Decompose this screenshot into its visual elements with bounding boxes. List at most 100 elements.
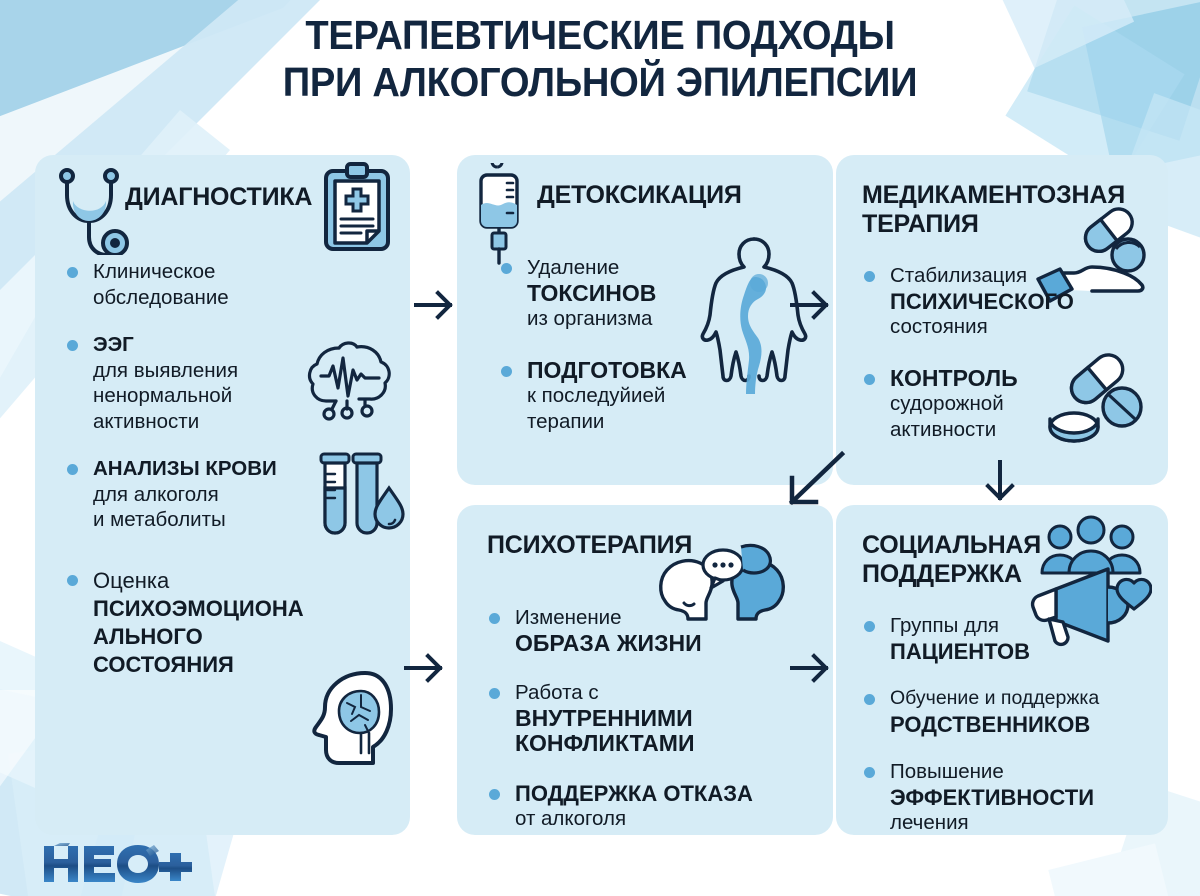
- bullet-line: Обучение и поддержка: [890, 687, 1100, 709]
- list-item: Работа с ВНУТРЕННИМИ КОНФЛИКТАМИ: [487, 680, 787, 757]
- bullet-dot: [864, 621, 875, 632]
- list-item: ЭЭГ для выявления ненормальной активност…: [65, 332, 315, 434]
- bullet-line: от алкоголя: [515, 807, 627, 830]
- bullet-line: Работа с: [515, 681, 599, 704]
- arrow-diagnostics-to-psycho: [404, 653, 443, 683]
- card-psycho-title: ПСИХОТЕРАПИЯ: [487, 531, 693, 559]
- arrow-detox-to-medication: [790, 290, 829, 320]
- arrow-medication-to-social: [985, 460, 1015, 501]
- card-diagnostics-title: ДИАГНОСТИКА: [125, 183, 313, 211]
- bullet-dot: [489, 788, 500, 800]
- pills-capsule-icon: [1036, 345, 1154, 460]
- card-detox-bullets: Удаление ТОКСИНОВ из организма ПОДГОТОВК…: [499, 255, 719, 434]
- bullet-dot: [501, 263, 512, 274]
- bullet-dot: [489, 688, 500, 699]
- bullet-line: Клиническое: [93, 260, 216, 283]
- bullet-dot: [67, 267, 78, 278]
- list-item: Группы для ПАЦИЕНТОВ: [862, 613, 1162, 664]
- bullet-line: судорожной: [890, 392, 1004, 415]
- list-item: ПОДДЕРЖКА ОТКАЗА от алкоголя: [487, 781, 787, 832]
- bullet-line: ПОДГОТОВКА: [527, 356, 687, 383]
- neo-plus-logo-icon: [44, 843, 192, 883]
- bullet-line: ЭЭГ: [93, 333, 134, 356]
- bullet-line: ЭФФЕКТИВНОСТИ: [890, 784, 1095, 810]
- bullet-line: РОДСТВЕННИКОВ: [890, 711, 1091, 737]
- bullet-line: Повышение: [890, 760, 1004, 783]
- bullet-line: активности: [890, 417, 997, 441]
- card-detox-title: ДЕТОКСИКАЦИЯ: [537, 181, 742, 209]
- head-brain-icon: [303, 665, 395, 774]
- list-item: Повышение ЭФФЕКТИВНОСТИ лечения: [862, 759, 1162, 835]
- bullet-line: для алкоголя: [93, 482, 219, 506]
- list-item: Стабилизация ПСИХИЧЕСКОГО состояния: [862, 263, 1092, 340]
- hand-with-pills-icon: [1036, 203, 1156, 318]
- list-item: АНАЛИЗЫ КРОВИ для алкоголя и метаболиты: [65, 456, 315, 533]
- card-diagnostics-bullets: Клиническое обследование ЭЭГ для выявлен…: [65, 259, 315, 679]
- bullet-dot: [864, 767, 875, 778]
- card-psycho: ПСИХОТЕРАПИЯ Изменение ОБРАЗА ЖИЗНИ Рабо…: [457, 505, 833, 835]
- card-diagnostics: ДИАГНОСТИКА Клиническое обследование ЭЭГ…: [35, 155, 410, 835]
- bullet-line: состояния: [890, 315, 988, 338]
- bullet-dot: [489, 613, 500, 624]
- bullet-line: активности: [93, 409, 200, 433]
- heart-icon: [1115, 577, 1153, 611]
- card-medication-bullets: Стабилизация ПСИХИЧЕСКОГО состояния КОНТ…: [862, 263, 1092, 442]
- bullet-line: ПСИХОЭМОЦИОНА: [93, 595, 304, 621]
- bullet-line: ОБРАЗА ЖИЗНИ: [515, 629, 702, 656]
- bullet-line: терапии: [527, 409, 605, 433]
- bullet-line: обследование: [93, 285, 229, 309]
- arrow-medication-to-psycho: [788, 450, 846, 506]
- bullet-line: к последуйией: [527, 384, 666, 407]
- stethoscope-icon: [53, 165, 129, 260]
- bullet-line: ТОКСИНОВ: [527, 279, 657, 306]
- bullet-dot: [864, 373, 875, 385]
- bullet-line: Оценка: [93, 567, 170, 593]
- bullet-line: АЛЬНОГО: [93, 623, 203, 649]
- bullet-line: ВНУТРЕННИМИ: [515, 704, 693, 731]
- iv-drip-bag-icon: [471, 155, 529, 272]
- card-detox: ДЕТОКСИКАЦИЯ Удаление ТОКСИНОВ из органи…: [457, 155, 833, 485]
- bullet-line: Стабилизация: [890, 264, 1028, 287]
- bullet-dot: [501, 365, 512, 377]
- card-social-title: СОЦИАЛЬНАЯ ПОДДЕРЖКА: [862, 531, 1042, 588]
- brain-eeg-icon: [307, 330, 403, 431]
- bullet-line: СОСТОЯНИЯ: [93, 651, 234, 677]
- bullet-line: и метаболиты: [93, 508, 226, 531]
- bullet-line: ПАЦИЕНТОВ: [890, 638, 1031, 664]
- card-social: СОЦИАЛЬНАЯ ПОДДЕРЖКА Группы для ПАЦИЕНТО…: [836, 505, 1168, 835]
- bullet-line: ненормальной: [93, 384, 233, 407]
- people-group-icon: [1032, 515, 1150, 584]
- bullet-dot: [67, 464, 78, 475]
- arrow-diagnostics-to-detox: [414, 290, 453, 320]
- human-body-icon: [699, 233, 809, 408]
- list-item: КОНТРОЛЬ судорожной активности: [862, 364, 1092, 443]
- bullet-line: ПСИХИЧЕСКОГО: [890, 288, 1074, 314]
- list-item: Клиническое обследование: [65, 259, 315, 310]
- bullet-dot: [864, 271, 875, 282]
- bullet-line: КОНФЛИКТАМИ: [515, 730, 695, 756]
- card-social-bullets: Группы для ПАЦИЕНТОВ Обучение и поддержк…: [862, 613, 1162, 835]
- arrow-psycho-to-social: [790, 653, 829, 683]
- clipboard-medical-icon: [321, 161, 393, 258]
- bullet-line: ПОДДЕРЖКА ОТКАЗА: [515, 780, 753, 806]
- bullet-dot: [67, 340, 78, 351]
- bullet-line: Группы для: [890, 614, 1000, 637]
- list-item: Обучение и поддержка РОДСТВЕННИКОВ: [862, 686, 1162, 737]
- bullet-line: Изменение: [515, 606, 622, 629]
- list-item: Изменение ОБРАЗА ЖИЗНИ: [487, 605, 787, 656]
- list-item: ПОДГОТОВКА к последуйией терапии: [499, 356, 719, 435]
- bullet-line: Удаление: [527, 256, 620, 279]
- bullet-dot: [864, 694, 875, 705]
- megaphone-icon: [1022, 563, 1153, 660]
- two-heads-talking-icon: [657, 543, 787, 638]
- bullet-line: для выявления: [93, 358, 239, 382]
- bullet-line: из организма: [527, 307, 653, 330]
- bullet-line: лечения: [890, 811, 969, 834]
- list-item: Оценка ПСИХОЭМОЦИОНА АЛЬНОГО СОСТОЯНИЯ: [65, 567, 315, 679]
- list-item: Удаление ТОКСИНОВ из организма: [499, 255, 719, 332]
- bullet-line: КОНТРОЛЬ: [890, 364, 1018, 391]
- card-psycho-bullets: Изменение ОБРАЗА ЖИЗНИ Работа с ВНУТРЕНН…: [487, 605, 787, 832]
- bullet-dot: [67, 574, 78, 586]
- card-medication-title: МЕДИКАМЕНТОЗНАЯ ТЕРАПИЯ: [862, 181, 1125, 238]
